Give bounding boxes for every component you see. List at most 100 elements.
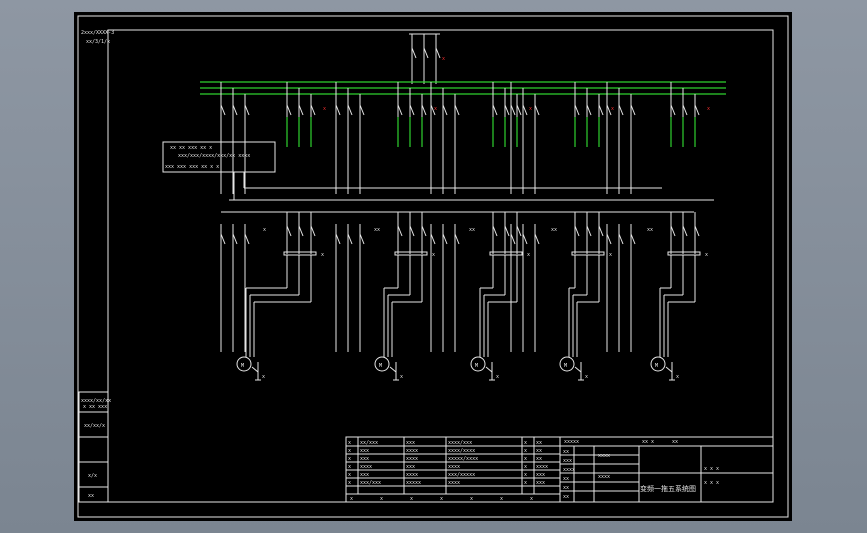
side-cell-5: xx: [88, 493, 94, 499]
schematic-drawing: 2xxx/XXXX-3 xx/3/1/x xxxx/xx/xx x xx xxx…: [77, 15, 789, 518]
vfd-switch-blade: [397, 104, 403, 116]
motor-icon: [236, 356, 252, 372]
feeder-switch-blade: [522, 104, 528, 116]
vfd-switch-blade: [421, 104, 427, 116]
side-label-2: xx/3/1/x: [86, 39, 110, 45]
ct-label: x: [609, 252, 612, 258]
motor-label: x: [496, 374, 499, 380]
feeder-contact: [454, 233, 460, 245]
motor-icon: [559, 356, 575, 372]
drawing-title: 变频一拖五系统图: [640, 484, 696, 493]
tb-sign-cell: xxx: [563, 458, 572, 464]
circuit-label: xx: [374, 227, 380, 233]
vfd-switch-blade: [682, 104, 688, 116]
feeder-switch-blade: [335, 104, 341, 116]
tb-cell: xxx: [360, 448, 369, 454]
vfd-contact: [286, 225, 292, 237]
vfd-switch-blade: [574, 104, 580, 116]
feeder-contact: [630, 233, 636, 245]
motor-symbol: M: [241, 363, 244, 369]
tb-right-cell-1: xx x: [642, 439, 654, 445]
drawing-canvas: 2xxx/XXXX-3 xx/3/1/x xxxx/xx/xx x xx xxx…: [74, 12, 792, 521]
tb-cell: x: [348, 472, 351, 478]
tb-footer-cell: x: [440, 496, 443, 502]
tb-cell: xxx: [536, 472, 545, 478]
tb-right-cell-2: xx: [672, 439, 678, 445]
tb-cell: xxx: [360, 472, 369, 478]
meter-row-2: xxx/xxx/xxxx/xxx/xx xxxx: [178, 153, 250, 159]
vfd-contact: [694, 225, 700, 237]
tb-cell: xxxx: [406, 448, 418, 454]
inner-border: [107, 29, 774, 503]
vfd-contact: [598, 225, 604, 237]
motor-terminal: [574, 366, 582, 373]
motor-terminal: [485, 366, 493, 373]
feeder-contact: [522, 233, 528, 245]
current-transformer: [489, 251, 523, 256]
tb-footer-cell: x: [500, 496, 503, 502]
motor-terminal: [389, 366, 397, 373]
motor-label: x: [585, 374, 588, 380]
bypass-contact: [244, 233, 250, 245]
motor-label: x: [262, 374, 265, 380]
motor-symbol: M: [655, 363, 658, 369]
tb-cell: x: [348, 448, 351, 454]
bypass-contact: [232, 233, 238, 245]
vfd-switch-blade: [670, 104, 676, 116]
tb-cell: xxx/xxx: [360, 480, 381, 486]
feeder-contact: [442, 233, 448, 245]
tb-footer-cell: x: [470, 496, 473, 502]
tb-sign-cell: xxxx: [563, 467, 575, 473]
tb-footer-cell: x: [380, 496, 383, 502]
motor-terminal: [251, 366, 259, 373]
breaker-mark: x: [529, 106, 532, 112]
vfd-contact: [574, 225, 580, 237]
tb-footer-cell: x: [350, 496, 353, 502]
vfd-switch-blade: [586, 104, 592, 116]
motor-terminal: [665, 366, 673, 373]
motor-icon: [650, 356, 666, 372]
tb-footer-cell: x: [530, 496, 533, 502]
vfd-switch-blade: [492, 104, 498, 116]
tb-cell: xxx/xxxxx: [448, 472, 475, 478]
tb-mid-cell-2: xxxx: [598, 453, 610, 459]
outer-border: [77, 15, 789, 518]
feeder-contact: [430, 233, 436, 245]
tb-cell: x: [348, 440, 351, 446]
tb-cell: x: [524, 480, 527, 486]
tb-cell: xxx: [406, 440, 415, 446]
vfd-switch-blade: [310, 104, 316, 116]
feeder-switch-blade: [430, 104, 436, 116]
bypass-contact: [220, 233, 226, 245]
tb-cell: x: [524, 448, 527, 454]
breaker-mark: x: [707, 106, 710, 112]
tb-footer-cell: x: [410, 496, 413, 502]
circuit-label: xx: [551, 227, 557, 233]
tb-cell: x: [348, 480, 351, 486]
feeder-contact: [606, 233, 612, 245]
feeder-switch-blade: [606, 104, 612, 116]
circuit-label: x: [263, 227, 266, 233]
feeder-switch-blade: [359, 104, 365, 116]
tb-cell: x: [524, 464, 527, 470]
main-busbar: [200, 81, 726, 95]
current-transformer: [667, 251, 701, 256]
motor-label: x: [400, 374, 403, 380]
vfd-switch-blade: [409, 104, 415, 116]
side-cell-3: xx/xx/x: [84, 423, 105, 429]
motor-symbol: M: [379, 363, 382, 369]
vfd-contact: [586, 225, 592, 237]
tb-cell: x: [524, 456, 527, 462]
circuit-label: xx: [469, 227, 475, 233]
vfd-switch-blade: [694, 104, 700, 116]
ct-label: x: [432, 252, 435, 258]
ct-label: x: [321, 252, 324, 258]
tb-cell: xxxx: [448, 480, 460, 486]
tb-right-cell-3: x x x: [704, 466, 719, 472]
feeder-contact: [359, 233, 365, 245]
tb-cell: xxxx/xxx: [448, 440, 472, 446]
